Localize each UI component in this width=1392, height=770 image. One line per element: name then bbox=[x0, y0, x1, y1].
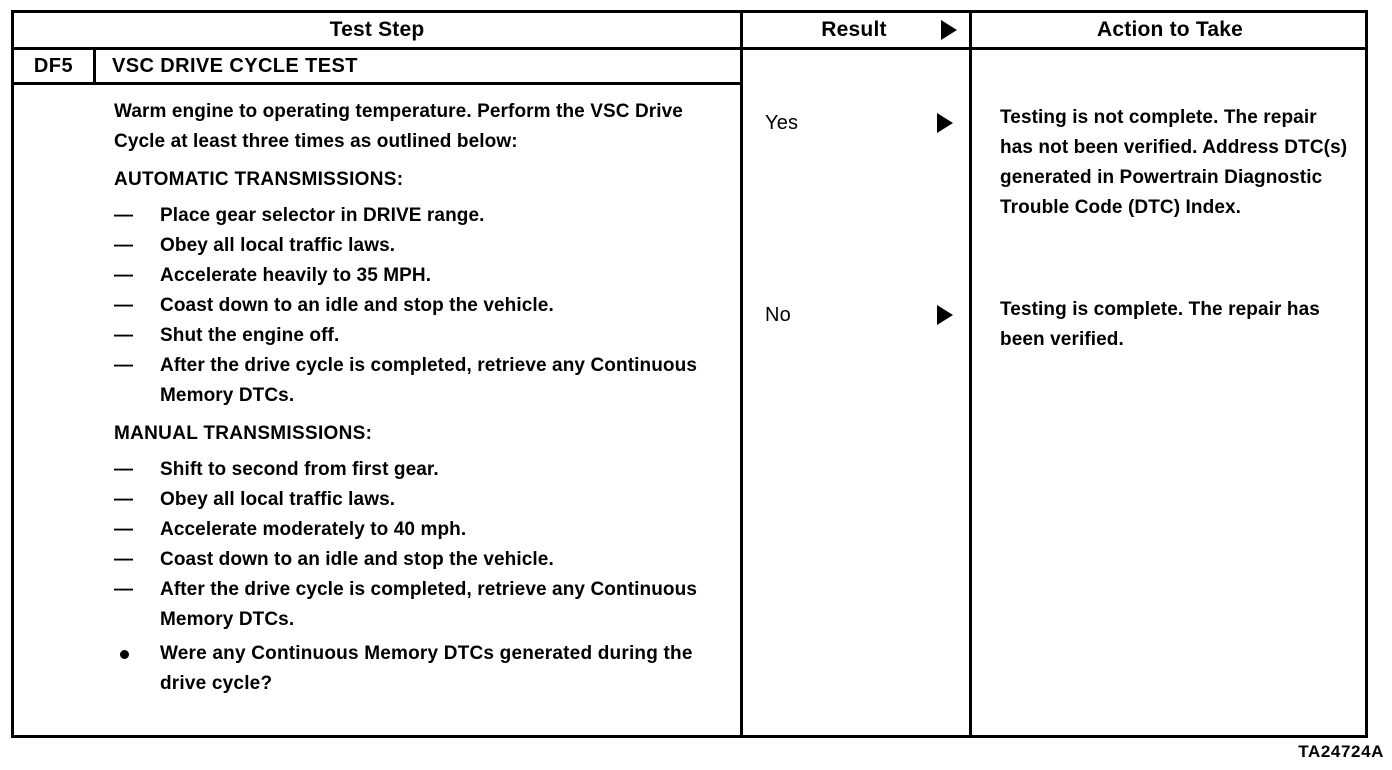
list-item: — Obey all local traffic laws. bbox=[114, 485, 720, 515]
test-step-title: VSC DRIVE CYCLE TEST bbox=[112, 54, 358, 77]
right-triangle-icon bbox=[937, 305, 953, 325]
list-item: — After the drive cycle is completed, re… bbox=[114, 575, 720, 635]
dash-icon: — bbox=[114, 325, 134, 346]
test-step-content: Warm engine to operating temperature. Pe… bbox=[14, 85, 740, 699]
section-heading-automatic: AUTOMATIC TRANSMISSIONS: bbox=[114, 169, 404, 190]
dash-icon: — bbox=[114, 205, 134, 226]
dash-icon: — bbox=[114, 519, 134, 540]
column-header-result: Result bbox=[740, 13, 969, 47]
test-step-question: Were any Continuous Memory DTCs generate… bbox=[160, 643, 693, 694]
manual-transmission-steps: — Shift to second from first gear. — Obe… bbox=[114, 455, 720, 635]
result-label-yes: Yes bbox=[765, 112, 799, 134]
automatic-transmission-steps: — Place gear selector in DRIVE range. — … bbox=[114, 201, 720, 411]
list-item-text: Coast down to an idle and stop the vehic… bbox=[160, 295, 554, 316]
result-label-no: No bbox=[765, 304, 791, 326]
list-item: — Place gear selector in DRIVE range. bbox=[114, 201, 720, 231]
action-text-no: Testing is complete. The repair has been… bbox=[1000, 299, 1320, 350]
dash-icon: — bbox=[114, 265, 134, 286]
list-item: — Coast down to an idle and stop the veh… bbox=[114, 291, 720, 321]
list-item: — Shift to second from first gear. bbox=[114, 455, 720, 485]
list-item-text: Shut the engine off. bbox=[160, 325, 340, 346]
dash-icon: — bbox=[114, 235, 134, 256]
list-item: Were any Continuous Memory DTCs generate… bbox=[114, 639, 720, 699]
list-item: — Obey all local traffic laws. bbox=[114, 231, 720, 261]
dash-icon: — bbox=[114, 459, 134, 480]
list-item: — Accelerate heavily to 35 MPH. bbox=[114, 261, 720, 291]
right-triangle-icon bbox=[937, 113, 953, 133]
column-header-action-to-take: Action to Take bbox=[969, 13, 1368, 47]
dash-icon: — bbox=[114, 295, 134, 316]
result-row-yes[interactable]: Yes bbox=[743, 106, 969, 140]
list-item-text: After the drive cycle is completed, retr… bbox=[160, 355, 697, 406]
list-item: — Coast down to an idle and stop the veh… bbox=[114, 545, 720, 575]
dash-icon: — bbox=[114, 489, 134, 510]
result-row-no[interactable]: No bbox=[743, 298, 969, 332]
table-body: DF5 VSC DRIVE CYCLE TEST Warm engine to … bbox=[14, 50, 1365, 735]
action-column: Testing is not complete. The repair has … bbox=[972, 50, 1368, 735]
column-header-test-step: Test Step bbox=[329, 18, 425, 41]
list-item-text: Accelerate moderately to 40 mph. bbox=[160, 519, 467, 540]
dash-icon: — bbox=[114, 579, 134, 600]
right-triangle-icon bbox=[941, 20, 957, 40]
list-item-text: Coast down to an idle and stop the vehic… bbox=[160, 549, 554, 570]
test-step-title-row: DF5 VSC DRIVE CYCLE TEST bbox=[14, 50, 740, 85]
test-step-intro: Warm engine to operating temperature. Pe… bbox=[114, 101, 683, 152]
list-item-text: Obey all local traffic laws. bbox=[160, 489, 396, 510]
table-header-row: Test Step Result Action to Take bbox=[14, 13, 1365, 50]
list-item-text: Obey all local traffic laws. bbox=[160, 235, 396, 256]
bullet-dot-icon bbox=[120, 650, 129, 659]
test-step-code: DF5 bbox=[14, 50, 96, 82]
test-step-question-list: Were any Continuous Memory DTCs generate… bbox=[114, 639, 720, 699]
column-divider-result bbox=[740, 50, 743, 735]
list-item-text: Shift to second from first gear. bbox=[160, 459, 439, 480]
list-item: — Accelerate moderately to 40 mph. bbox=[114, 515, 720, 545]
diagnostic-table: Test Step Result Action to Take DF5 VSC … bbox=[11, 10, 1368, 738]
list-item-text: After the drive cycle is completed, retr… bbox=[160, 579, 697, 630]
column-header-result-label: Result bbox=[821, 18, 887, 41]
list-item-text: Place gear selector in DRIVE range. bbox=[160, 205, 485, 226]
action-row-yes: Testing is not complete. The repair has … bbox=[972, 103, 1368, 223]
section-heading-manual: MANUAL TRANSMISSIONS: bbox=[114, 423, 373, 444]
action-row-no: Testing is complete. The repair has been… bbox=[972, 295, 1368, 355]
action-text-yes: Testing is not complete. The repair has … bbox=[1000, 107, 1348, 218]
list-item-text: Accelerate heavily to 35 MPH. bbox=[160, 265, 432, 286]
dash-icon: — bbox=[114, 355, 134, 376]
figure-reference-code: TA24724A bbox=[1298, 742, 1384, 761]
result-column: Yes No bbox=[743, 50, 969, 735]
test-step-column: DF5 VSC DRIVE CYCLE TEST Warm engine to … bbox=[14, 50, 740, 735]
dash-icon: — bbox=[114, 549, 134, 570]
list-item: — Shut the engine off. bbox=[114, 321, 720, 351]
column-divider-action bbox=[969, 50, 972, 735]
list-item: — After the drive cycle is completed, re… bbox=[114, 351, 720, 411]
